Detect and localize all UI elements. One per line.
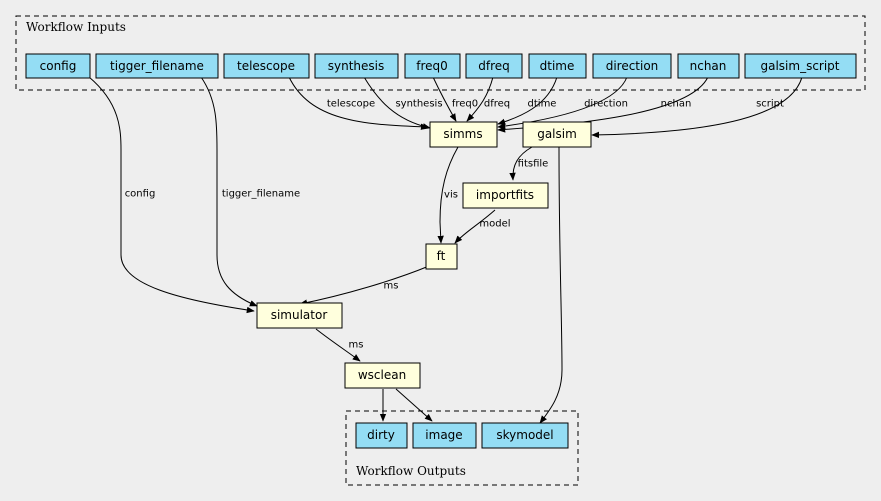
input-node-config[interactable]: config bbox=[25, 53, 91, 79]
input-node-telescope[interactable]: telescope bbox=[223, 53, 310, 79]
step-node-importfits[interactable]: importfits bbox=[462, 182, 549, 209]
edge-label-ms-sim: ms bbox=[349, 340, 364, 351]
input-node-dfreq-label: dfreq bbox=[478, 59, 510, 73]
edge-vis bbox=[437, 146, 459, 244]
edge-label-ms-ft: ms bbox=[384, 281, 399, 292]
edge-label-tigger-filename: tigger_filename bbox=[222, 189, 300, 200]
output-node-skymodel[interactable]: skymodel bbox=[481, 422, 569, 449]
workflow-outputs-label: Workflow Outputs bbox=[356, 464, 466, 478]
workflow-inputs-label: Workflow Inputs bbox=[26, 20, 126, 34]
edge-label-dfreq: dfreq bbox=[484, 99, 510, 110]
edge-skymodel bbox=[539, 146, 563, 424]
edge-label-freq0: freq0 bbox=[452, 99, 478, 110]
output-node-dirty[interactable]: dirty bbox=[355, 422, 408, 449]
edge-synthesis bbox=[363, 76, 431, 130]
edge-label-nchan: nchan bbox=[661, 99, 692, 110]
step-node-ft[interactable]: ft bbox=[425, 243, 458, 270]
edge-label-dtime: dtime bbox=[528, 99, 557, 110]
output-node-skymodel-label: skymodel bbox=[496, 428, 553, 442]
edge-dfreq bbox=[466, 76, 494, 122]
edge-label-telescope: telescope bbox=[327, 99, 375, 110]
input-node-direction-label: direction bbox=[606, 59, 659, 73]
edge-ms-ft bbox=[299, 265, 430, 306]
edge-label-synthesis: synthesis bbox=[395, 99, 442, 110]
input-node-tigger-filename[interactable]: tigger_filename bbox=[95, 53, 219, 79]
input-node-freq0-label: freq0 bbox=[416, 59, 448, 73]
step-node-simms-label: simms bbox=[443, 127, 482, 141]
input-node-synthesis[interactable]: synthesis bbox=[314, 53, 399, 79]
edge-freq0 bbox=[432, 76, 457, 122]
edge-label-vis: vis bbox=[444, 190, 458, 201]
edge-label-model: model bbox=[479, 219, 510, 230]
edge-image bbox=[395, 388, 433, 422]
step-node-importfits-label: importfits bbox=[476, 188, 534, 202]
step-node-simulator[interactable]: simulator bbox=[256, 302, 343, 329]
workflow-inputs-cluster bbox=[15, 15, 866, 91]
edge-label-script: script bbox=[756, 99, 784, 110]
edge-model bbox=[454, 209, 496, 244]
output-node-image-label: image bbox=[425, 428, 462, 442]
input-node-galsim-script-label: galsim_script bbox=[760, 59, 839, 73]
step-node-galsim[interactable]: galsim bbox=[522, 121, 592, 148]
step-node-wsclean[interactable]: wsclean bbox=[344, 362, 421, 389]
edge-label-config: config bbox=[125, 189, 156, 200]
edge-label-direction: direction bbox=[584, 99, 628, 110]
edge-config bbox=[88, 76, 255, 314]
edge-telescope bbox=[288, 76, 429, 130]
step-node-simulator-label: simulator bbox=[271, 308, 328, 322]
step-node-wsclean-label: wsclean bbox=[358, 368, 406, 382]
input-node-nchan[interactable]: nchan bbox=[677, 53, 740, 79]
input-node-dtime[interactable]: dtime bbox=[528, 53, 587, 79]
input-node-galsim-script[interactable]: galsim_script bbox=[744, 53, 857, 79]
edge-tigger-filename bbox=[200, 76, 258, 307]
input-node-direction[interactable]: direction bbox=[592, 53, 672, 79]
input-node-synthesis-label: synthesis bbox=[328, 59, 385, 73]
output-node-dirty-label: dirty bbox=[367, 428, 395, 442]
step-node-simms[interactable]: simms bbox=[429, 121, 498, 148]
edge-fitsfile bbox=[509, 146, 533, 181]
output-node-image[interactable]: image bbox=[412, 422, 477, 449]
step-node-ft-label: ft bbox=[437, 249, 446, 263]
input-node-dtime-label: dtime bbox=[540, 59, 575, 73]
edge-direction bbox=[497, 76, 628, 130]
input-node-dfreq[interactable]: dfreq bbox=[465, 53, 523, 79]
input-node-telescope-label: telescope bbox=[237, 59, 295, 73]
input-node-freq0[interactable]: freq0 bbox=[404, 53, 461, 79]
edge-label-fitsfile: fitsfile bbox=[518, 159, 549, 170]
edge-ms-sim bbox=[315, 328, 361, 362]
edge-script bbox=[591, 76, 803, 139]
step-node-galsim-label: galsim bbox=[537, 127, 577, 141]
input-node-nchan-label: nchan bbox=[690, 59, 727, 73]
input-node-config-label: config bbox=[40, 59, 77, 73]
edge-dtime bbox=[497, 76, 558, 125]
input-node-tigger-filename-label: tigger_filename bbox=[110, 59, 204, 73]
